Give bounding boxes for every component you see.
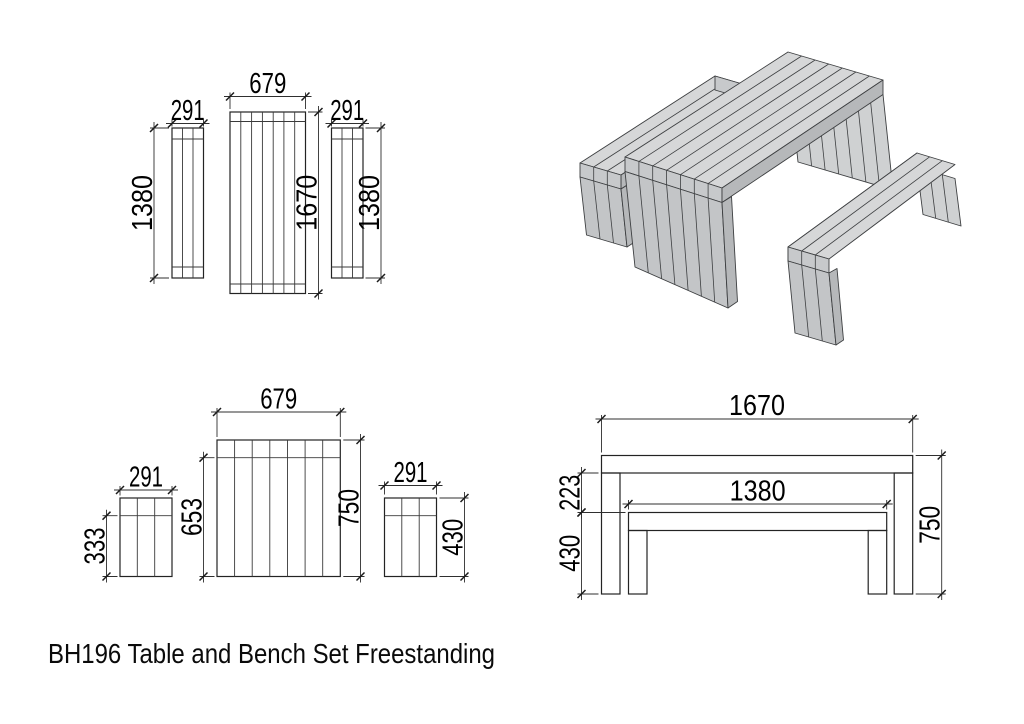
front-view: 291 679 291 333 653 750 [80,384,470,583]
plan-view: 291 679 291 1380 1670 1380 [127,68,386,300]
dim-label: 750 [915,506,947,544]
front-table-outline [216,439,341,578]
front-bench-left-outline [119,497,173,578]
dim-label: 1670 [292,175,324,231]
front-bench-right-outline [383,497,438,578]
plan-bench-right-outline [330,127,364,279]
dim-front-bench-left-underseat: 333 [80,509,118,583]
dim-label: 679 [249,68,286,100]
drawing-title: BH196 Table and Bench Set Freestanding [48,638,495,669]
side-table-outline [600,454,914,595]
dim-front-bench-left-width: 291 [114,462,178,496]
dim-plan-table-width: 679 [224,68,312,109]
side-bench-outline [627,511,888,595]
dim-side-table-length: 1670 [595,390,919,453]
dim-label: 679 [260,384,297,416]
dim-label: 333 [80,528,112,565]
dim-plan-bench-right-length: 1380 [354,122,386,284]
front-bench-left-slat-lines [120,498,172,577]
plan-bench-left-outline [171,127,205,279]
dim-front-table-width: 679 [211,384,347,437]
dim-label: 1380 [127,175,159,231]
dim-side-seat-to-top-gap: 223 [555,467,626,519]
dim-label: 1380 [354,175,386,231]
dim-label: 1380 [730,476,786,508]
dim-front-table-height: 750 [334,434,366,583]
dim-side-bench-length: 1380 [622,476,893,510]
dim-side-bench-height: 430 [555,506,599,600]
iso-bench-right [787,152,962,346]
front-table-slat-lines [217,440,341,577]
dim-label: 291 [129,462,163,494]
dim-label: 223 [555,475,587,511]
dim-label: 430 [438,519,470,556]
dim-front-bench-right-height: 430 [438,492,470,583]
front-bench-right-slat-lines [384,498,437,577]
plan-bench-right-slat-lines [331,128,363,278]
plan-table-slat-lines [230,112,306,294]
dim-plan-bench-left-length: 1380 [127,122,169,284]
dim-front-bench-right-width: 291 [378,457,443,495]
dim-label: 1670 [729,390,785,422]
dim-plan-bench-left-width: 291 [166,95,210,129]
plan-bench-left-slat-lines [172,128,204,278]
side-view: 1670 1380 223 430 750 [555,390,947,600]
iso-table [624,51,894,309]
dim-label: 291 [330,95,364,127]
dim-plan-bench-right-width: 291 [325,95,369,129]
dim-plan-table-length: 1670 [292,106,324,300]
dim-side-table-height: 750 [915,449,947,600]
dim-front-table-underside: 653 [177,451,215,583]
dim-label: 653 [177,498,209,536]
dim-label: 750 [334,489,366,527]
plan-table-outline [229,111,307,295]
dim-label: 430 [555,535,587,572]
dim-label: 291 [171,95,205,127]
dim-label: 291 [394,457,428,489]
isometric-view [579,51,962,346]
